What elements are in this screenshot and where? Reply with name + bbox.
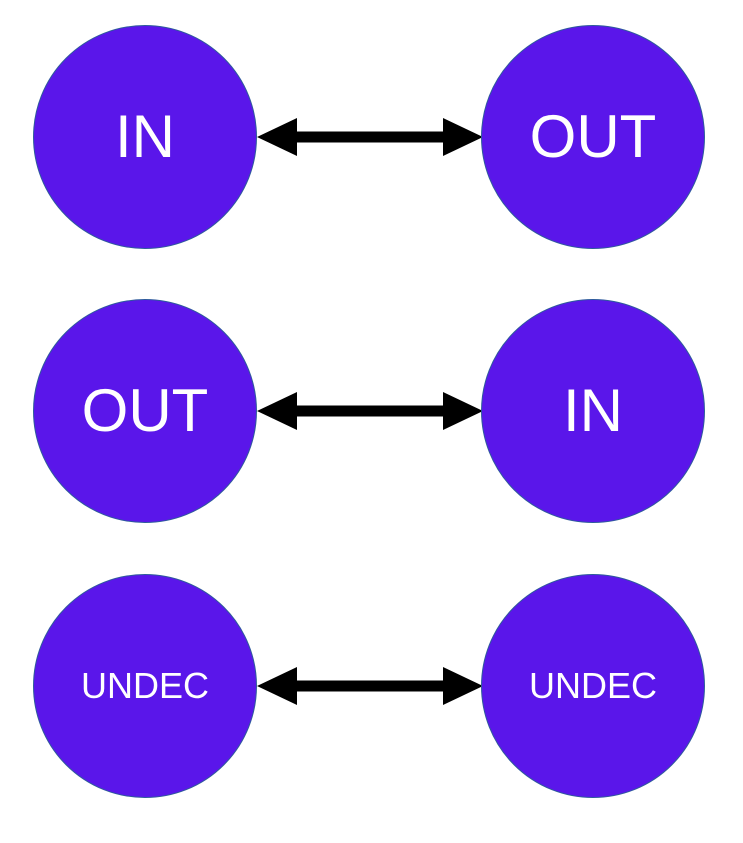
node-label: OUT [81, 377, 209, 444]
node-right-3: UNDEC [481, 574, 705, 798]
node-right-2: IN [481, 299, 705, 523]
node-label: UNDEC [80, 665, 209, 706]
node-label: UNDEC [528, 665, 657, 706]
node-left-3: UNDEC [33, 574, 257, 798]
pair-row-1: IN OUT [0, 25, 743, 255]
double-arrow-1 [257, 118, 483, 156]
arrow-head-right [443, 667, 483, 705]
arrow-head-left [257, 667, 297, 705]
node-label: OUT [529, 103, 657, 170]
double-arrow-2 [257, 392, 483, 430]
arrow-head-left [257, 392, 297, 430]
arrow-head-left [257, 118, 297, 156]
double-arrow-3 [257, 667, 483, 705]
node-left-1: IN [33, 25, 257, 249]
pair-row-3: UNDEC UNDEC [0, 574, 743, 804]
arrow-head-right [443, 118, 483, 156]
node-label: IN [563, 377, 623, 444]
node-label: IN [115, 103, 175, 170]
arrow-head-right [443, 392, 483, 430]
node-right-1: OUT [481, 25, 705, 249]
node-left-2: OUT [33, 299, 257, 523]
pair-row-2: OUT IN [0, 299, 743, 529]
